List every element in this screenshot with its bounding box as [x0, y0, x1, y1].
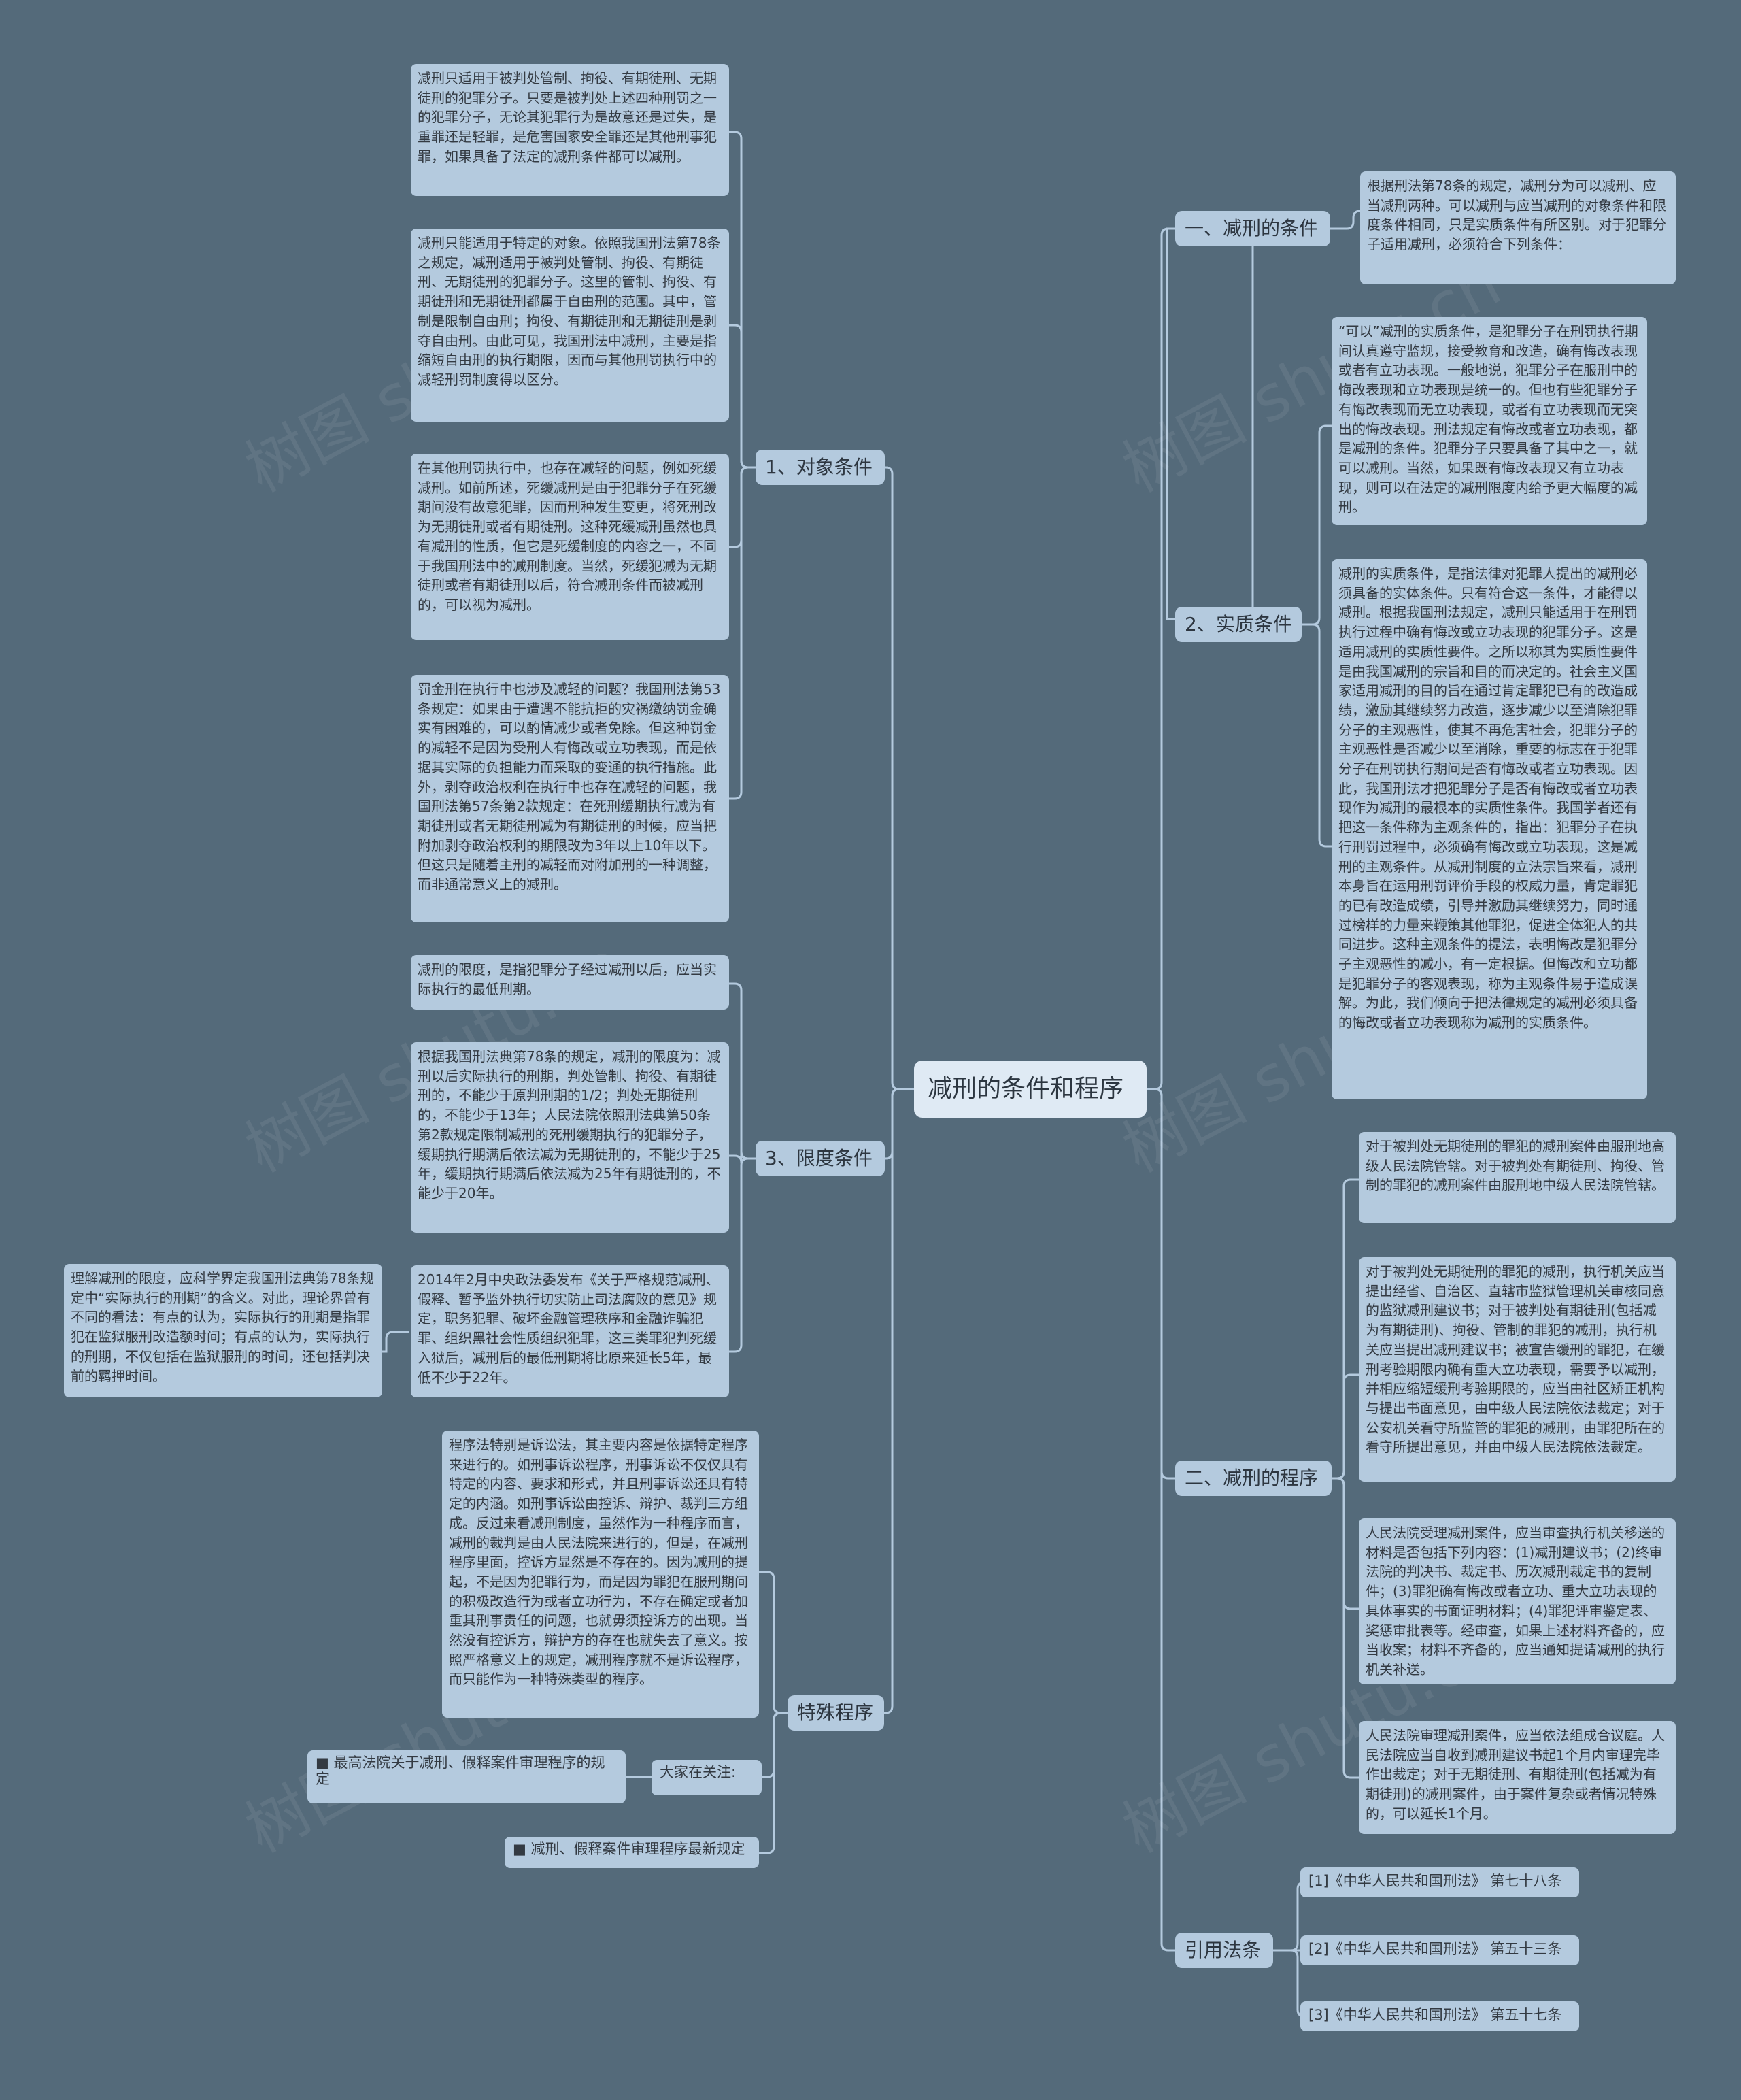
note-procedure-3: 人民法院受理减刑案件，应当审查执行机关移送的材料是否包括下列内容：(1)减刑建议…: [1359, 1518, 1676, 1684]
ref-article-78[interactable]: [1]《中华人民共和国刑法》 第七十八条: [1300, 1867, 1579, 1897]
ref-article-57[interactable]: [3]《中华人民共和国刑法》 第五十七条: [1300, 2001, 1579, 2031]
note-conditions-intro: 根据刑法第78条的规定，减刑分为可以减刑、应当减刑两种。可以减刑与应当减刑的对象…: [1360, 171, 1676, 284]
link-r2-a: [1302, 424, 1332, 626]
note-procedure-1: 对于被判处无期徒刑的罪犯的减刑案件由服刑地高级人民法院管辖。对于被判处有期徒刑、…: [1359, 1132, 1676, 1223]
link-r1-note: [1330, 210, 1361, 230]
link-b3-l5: [729, 982, 756, 1160]
ref-article-53[interactable]: [2]《中华人民共和国刑法》 第五十三条: [1300, 1935, 1579, 1965]
link-b3-l7: [729, 1157, 756, 1353]
link-special-l10: [759, 1712, 788, 1854]
branch-special-procedure[interactable]: 特殊程序: [788, 1695, 884, 1731]
branch-commutation-conditions[interactable]: 一、减刑的条件: [1175, 211, 1330, 246]
branch-cited-laws[interactable]: 引用法条: [1175, 1933, 1273, 1968]
link-latest-rule[interactable]: ■ 减刑、假释案件审理程序最新规定: [505, 1837, 759, 1868]
note-procedure-4: 人民法院审理减刑案件，应当依法组成合议庭。人民法院应当自收到减刑建议书起1个月内…: [1359, 1721, 1676, 1834]
link-root-b3: [884, 1088, 914, 1160]
note-special-1: 程序法特别是诉讼法，其主要内容是依据特定程序来进行的。如刑事诉讼程序，刑事诉讼不…: [442, 1431, 759, 1718]
note-special-attention: 大家在关注:: [652, 1760, 762, 1795]
note-target-2: 减刑只能适用于特定的对象。依照我国刑法第78条之规定，减刑适用于被判处管制、拘役…: [411, 229, 729, 422]
link-r3-b: [1332, 1373, 1359, 1480]
link-root-r1: [1147, 227, 1175, 1090]
link-special-l8: [759, 1571, 788, 1714]
link-l7-l7a: [381, 1331, 409, 1353]
link-root-special: [884, 1088, 914, 1714]
link-root-r4: [1147, 1088, 1175, 1952]
note-limit-3-detail: 理解减刑的限度，应科学界定我国刑法典第78条规定中“实际执行的刑期”的含义。对此…: [64, 1264, 382, 1397]
link-r3-c: [1332, 1477, 1359, 1610]
note-limit-3: 2014年2月中央政法委发布《关于严格规范减刑、假释、暂予监外执行切实防止司法腐…: [411, 1265, 729, 1397]
link-r1-r2: [1175, 246, 1260, 620]
branch-limit-conditions[interactable]: 3、限度条件: [756, 1141, 885, 1176]
link-root-b1: [884, 466, 914, 1090]
link-r2-b: [1302, 623, 1332, 848]
link-r3-d: [1332, 1477, 1359, 1779]
note-limit-1: 减刑的限度，是指犯罪分子经过减刑以后，应当实际执行的最低刑期。: [411, 955, 729, 1010]
root-topic[interactable]: 减刑的条件和程序: [914, 1061, 1147, 1118]
note-target-4: 罚金刑在执行中也涉及减轻的问题？我国刑法第53条规定：如果由于遭遇不能抗拒的灾祸…: [411, 675, 729, 922]
link-r3-a: [1332, 1178, 1359, 1480]
branch-substantive-conditions[interactable]: 2、实质条件: [1175, 607, 1302, 642]
note-target-3: 在其他刑罚执行中，也存在减轻的问题，例如死缓减刑。如前所述，死缓减刑是由于犯罪分…: [411, 454, 729, 640]
note-target-1: 减刑只适用于被判处管制、拘役、有期徒刑、无期徒刑的犯罪分子。只要是被判处上述四种…: [411, 64, 729, 196]
note-substantive-2: 减刑的实质条件，是指法律对犯罪人提出的减刑必须具备的实体条件。只有符合这一条件，…: [1332, 559, 1647, 1099]
branch-commutation-procedure[interactable]: 二、减刑的程序: [1175, 1461, 1332, 1496]
note-substantive-1: “可以”减刑的实质条件，是犯罪分子在刑罚执行期间认真遵守监规，接受教育和改造，确…: [1332, 317, 1647, 525]
link-related-rule[interactable]: ■ 最高法院关于减刑、假释案件审理程序的规定: [307, 1750, 626, 1803]
link-r1-r2b: [1166, 227, 1175, 620]
link-b1-l2: [729, 324, 756, 469]
note-limit-2: 根据我国刑法典第78条的规定，减刑的限度为：减刑以后实际执行的刑期，判处管制、拘…: [411, 1042, 729, 1233]
branch-target-conditions[interactable]: 1、对象条件: [756, 450, 885, 485]
link-b1-l4: [729, 466, 756, 800]
note-procedure-2: 对于被判处无期徒刑的罪犯的减刑，执行机关应当提出经省、自治区、直辖市监狱管理机关…: [1359, 1257, 1676, 1482]
